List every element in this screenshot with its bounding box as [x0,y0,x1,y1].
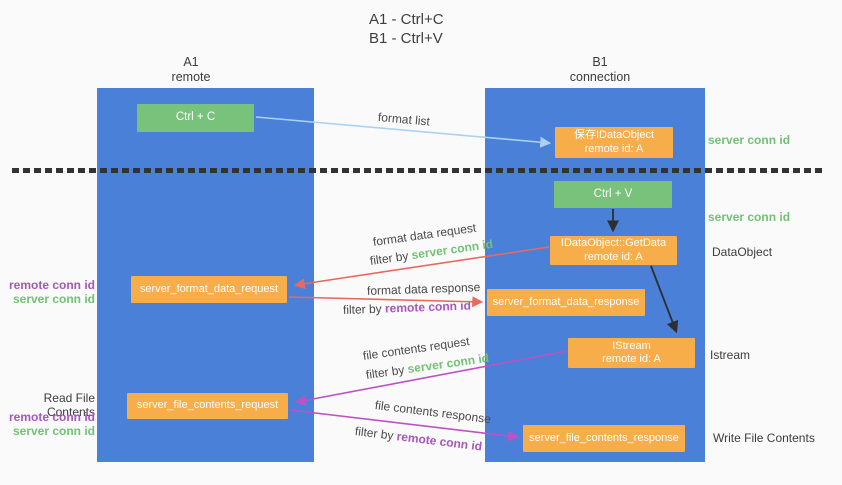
label-write-file-contents: Write File Contents [713,431,815,445]
flow-label-filter-remote-1: filter by remote conn id [343,299,471,317]
label-read-file-contents: Read File Contents [43,391,95,419]
node-idataobject-getdata: IDataObject::GetData remote id: A [550,236,677,265]
filter-by-text: filter by [369,248,413,268]
node-istream: IStream remote id: A [568,338,695,368]
node-server-format-data-request-label: server_format_data_request [139,282,279,295]
title-line-1: A1 - Ctrl+C [369,11,444,28]
node-istream-line2: remote id: A [602,353,661,365]
label-dataobject: DataObject [712,245,773,259]
lifeline-a-header: A1 remote [85,55,297,85]
flow-label-format-list: format list [377,110,431,129]
label-server-conn-id-mid: server conn id [708,210,791,224]
lifeline-b-role: connection [569,70,631,84]
node-istream-line1: IStream [612,339,651,352]
node-idataobject-getdata-line1: IDataObject::GetData [560,237,667,249]
filter-by-text: filter by [365,362,409,382]
filter-remote-conn-id: remote conn id [384,298,472,316]
flow-label-format-data-response: format data response [366,280,481,298]
label-group-left-mid: remote conn id server conn id [0,278,95,306]
lifeline-b-name: B1 [592,55,608,69]
label-group-left-bottom: remote conn id server conn id [0,410,95,438]
node-server-format-data-response: server_format_data_response [487,289,645,316]
node-server-file-contents-response-label: server_file_contents_response [529,431,679,444]
label-server-conn-id-left-bottom: server conn id [12,424,95,438]
node-save-idataobject-line2: remote id: A [584,142,644,155]
node-ctrl-v-label: Ctrl + V [593,187,633,200]
node-save-idataobject: 保存IDataObject remote id: A [555,127,673,158]
session-divider [12,168,824,173]
label-remote-conn-id-mid: remote conn id [8,278,95,292]
node-server-format-data-request: server_format_data_request [131,276,287,303]
label-istream: Istream [710,348,751,362]
node-server-file-contents-request: server_file_contents_request [127,393,288,419]
lifeline-b-header: B1 connection [490,55,710,85]
filter-by-text: filter by [354,424,398,444]
node-ctrl-c-label: Ctrl + C [175,111,216,124]
title-line-2: B1 - Ctrl+V [369,30,443,47]
node-ctrl-c: Ctrl + C [137,104,254,132]
lifeline-a-role: remote [171,70,211,84]
filter-remote-conn-id: remote conn id [395,429,483,454]
label-server-conn-id-top: server conn id [708,133,791,147]
lifeline-a-name: A1 [183,55,199,69]
node-server-format-data-response-label: server_format_data_response [492,295,640,308]
node-idataobject-getdata-line2: remote id: A [584,250,643,263]
filter-by-text: filter by [342,301,386,317]
node-save-idataobject-line1: 保存IDataObject [573,129,655,141]
node-ctrl-v: Ctrl + V [554,181,672,208]
flow-label-file-contents-response: file contents response [374,398,492,427]
label-remote-conn-id-bottom: remote conn id [8,410,95,424]
label-server-conn-id-left-mid: server conn id [12,292,95,306]
node-server-file-contents-response: server_file_contents_response [523,425,685,452]
diagram-title: A1 - Ctrl+C B1 - Ctrl+V [369,10,444,48]
flow-label-filter-remote-2: filter by remote conn id [354,424,483,453]
node-server-file-contents-request-label: server_file_contents_request [136,399,279,412]
